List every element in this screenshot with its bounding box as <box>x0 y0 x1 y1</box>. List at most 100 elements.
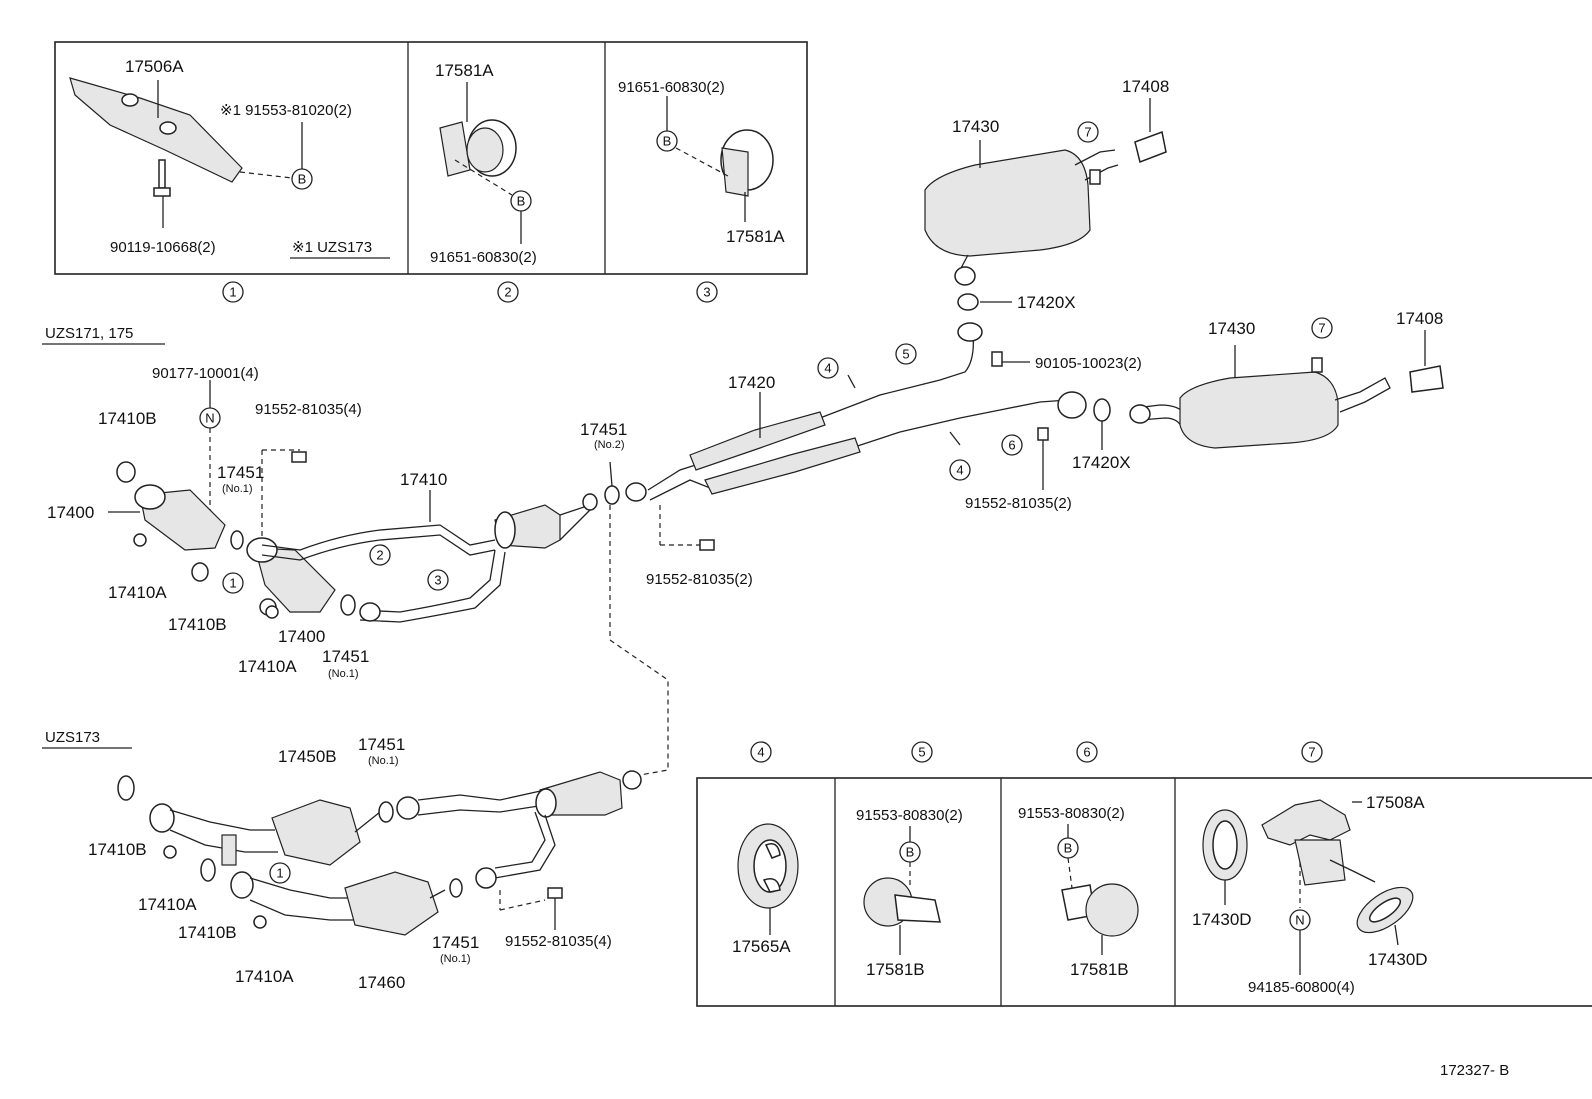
bolt-91651-label: 91651-60830(2) <box>430 249 537 266</box>
bolt-label: 91553-80830(2) <box>1018 805 1125 822</box>
converter-outlet <box>429 889 446 899</box>
ref-circle-4 <box>817 357 839 379</box>
ref-label: 1 <box>276 866 283 881</box>
ref-circle-4 <box>750 741 772 763</box>
part-label: 17460 <box>358 973 405 992</box>
bolt-91552 <box>699 539 715 551</box>
model-label: UZS171, 175 <box>45 325 133 342</box>
inset-panel-5: 91553-80830(2) B 17581B <box>856 807 963 979</box>
part-label: 91552-81035(4) <box>505 933 612 950</box>
ref-circle-5 <box>895 343 917 365</box>
part-label: 17410B <box>168 615 227 634</box>
ref-label: 6 <box>1083 745 1090 760</box>
ref-label: 3 <box>434 573 441 588</box>
inset-panel-3: B 91651-60830(2) 17581A <box>618 79 785 246</box>
front-pipe-upper-edge <box>261 534 496 561</box>
inset-panel-6: 91553-80830(2) B 17581B <box>1018 805 1139 979</box>
ref-circle-5 <box>911 741 933 763</box>
part-label: 91552-81035(4) <box>255 401 362 418</box>
muffler-flange <box>1129 404 1151 424</box>
ref-circle-2 <box>369 544 391 566</box>
center-muffler-upper <box>689 411 826 471</box>
bolt-91552 <box>547 887 563 899</box>
inset-top: B 17506A ※1 91553-81020(2) 90119-10668(2… <box>54 41 808 303</box>
tail-tip-17408 <box>1409 365 1444 393</box>
center-muffler-lower <box>704 437 861 495</box>
pipe-flange <box>396 796 420 820</box>
outlet-flange <box>622 770 642 790</box>
part-label: (No.1) <box>368 755 399 767</box>
part-17581b-label: 17581B <box>1070 960 1129 979</box>
pipe-outlet <box>559 504 591 541</box>
ref-circle-1 <box>222 281 244 303</box>
clip-n-label: N <box>1295 913 1304 928</box>
center-pipe-lower <box>649 399 1069 501</box>
hanger-pin <box>1089 169 1101 185</box>
clip-b-label: B <box>663 134 672 149</box>
note-model-label: ※1 UZS173 <box>292 239 372 256</box>
ring-slot <box>762 878 781 893</box>
ref-label: 1 <box>229 576 236 591</box>
bracket-body <box>1294 839 1346 886</box>
ref-label: 7 <box>1308 745 1315 760</box>
ref-circle-3 <box>427 569 449 591</box>
ref-label: 5 <box>902 347 909 362</box>
ref-circle-7 <box>1077 121 1099 143</box>
part-17581b-label: 17581B <box>866 960 925 979</box>
part-label: (No.1) <box>222 483 253 495</box>
part-17506a-label: 17506A <box>125 57 184 76</box>
muffler-flange <box>954 266 976 286</box>
gasket-17451 <box>378 801 394 823</box>
part-label: 17420X <box>1017 293 1076 312</box>
gasket-17410b <box>116 461 136 483</box>
part-17581a-label: 17581A <box>435 61 494 80</box>
nut-17410a <box>265 605 279 619</box>
gasket-hole <box>1368 897 1402 923</box>
ref-circle-2-label: 2 <box>504 285 511 300</box>
part-label: 17420X <box>1072 453 1131 472</box>
ref-label: 5 <box>918 745 925 760</box>
diagram-id: 172327- B <box>1440 1062 1509 1079</box>
muffler-17430-right <box>1179 371 1339 449</box>
bracket-17506a <box>69 77 243 183</box>
tail-pipe <box>1334 377 1391 413</box>
part-17430d-label: 17430D <box>1368 950 1428 969</box>
ref-circle-6 <box>1001 434 1023 456</box>
part-label: (No.1) <box>328 668 359 680</box>
part-label: 17451 <box>580 420 627 439</box>
part-label: 17451 <box>432 933 479 952</box>
converter-flange <box>246 537 278 563</box>
part-label: 17410B <box>88 840 147 859</box>
ref-label: 6 <box>1008 438 1015 453</box>
gasket-17451 <box>340 594 356 616</box>
front-pipe-upper <box>261 524 496 551</box>
converter-17460 <box>344 871 439 936</box>
bolt-90119 <box>158 159 166 189</box>
part-17430d-label: 17430D <box>1192 910 1252 929</box>
clip-b-label: B <box>517 194 526 209</box>
part-label: 17410A <box>238 657 297 676</box>
catalytic-converter-17400-2 <box>254 547 336 613</box>
part-label: 90105-10023(2) <box>1035 355 1142 372</box>
part-label: 17410B <box>98 409 157 428</box>
ref-label: 2 <box>376 548 383 563</box>
pipe-flange <box>957 322 983 342</box>
part-17581a-label: 17581A <box>726 227 785 246</box>
bracket-hole <box>159 121 177 135</box>
gasket-17420x <box>957 293 979 311</box>
dashed-connector <box>454 159 513 196</box>
inset-panel-2: B 17581A 91651-60830(2) <box>430 61 537 266</box>
pipe-flange <box>359 602 381 622</box>
bracket-arm <box>1329 859 1376 883</box>
resonator-end <box>494 511 516 549</box>
gasket-17420x <box>1093 398 1111 422</box>
pipe-flange <box>230 871 254 899</box>
tail-tip-17408 <box>1134 130 1167 164</box>
pipe-flange <box>475 867 497 889</box>
ref-circle-6 <box>1076 741 1098 763</box>
dashed-connector <box>675 147 729 177</box>
part-label: 17408 <box>1396 309 1443 328</box>
bolt-90105 <box>991 351 1003 367</box>
nut-17410a <box>253 915 267 929</box>
gasket-17410b <box>191 562 209 582</box>
